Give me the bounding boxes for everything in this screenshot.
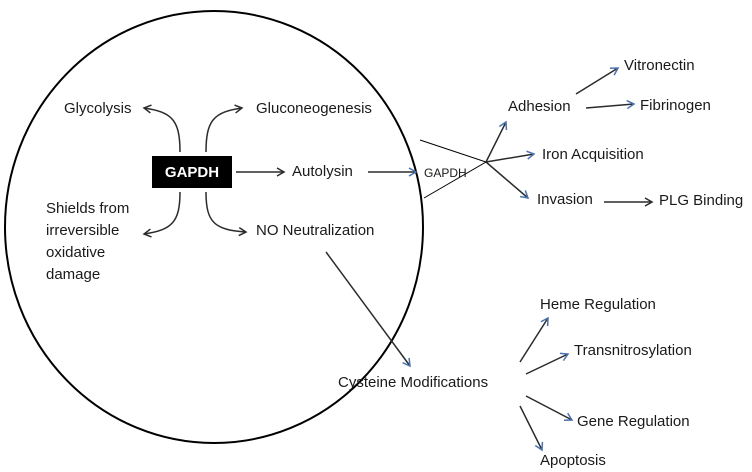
label-iron-acquisition: Iron Acquisition	[542, 146, 644, 163]
label-shields-line-1: Shields from	[46, 200, 130, 217]
label-shields-line-4: damage	[46, 266, 101, 283]
label-cysteine-modifications: Cysteine Modifications	[338, 374, 489, 391]
arrow-to-no-neutralization	[205, 191, 248, 237]
arrow-to-heme	[519, 316, 549, 363]
label-no-neutralization: NO Neutralization	[256, 222, 375, 239]
label-shields-line-3: oxidative	[46, 244, 106, 261]
label-fibrinogen: Fibrinogen	[640, 97, 711, 114]
label-apoptosis: Apoptosis	[540, 452, 606, 469]
label-gene-regulation: Gene Regulation	[577, 413, 690, 430]
arrow-to-fibrinogen	[585, 99, 636, 110]
arrow-to-adhesion	[485, 120, 508, 163]
arrow-to-transnitrosylation	[525, 352, 570, 375]
label-glycolysis: Glycolysis	[64, 100, 132, 117]
arrow-to-invasion	[485, 161, 530, 199]
arrow-to-gene-regulation	[525, 395, 574, 422]
label-surface-gapdh: GAPDH	[424, 166, 467, 180]
label-shields-line-2: irreversible	[46, 222, 120, 239]
label-vitronectin: Vitronectin	[624, 57, 695, 74]
gapdh-center-label: GAPDH	[152, 156, 232, 188]
arrow-to-shields	[142, 191, 181, 238]
arrow-to-iron	[485, 150, 536, 163]
label-gluconeogenesis: Gluconeogenesis	[256, 100, 372, 117]
cell-circle	[4, 10, 424, 444]
label-heme-regulation: Heme Regulation	[540, 296, 656, 313]
label-autolysin: Autolysin	[292, 163, 353, 180]
label-transnitrosylation: Transnitrosylation	[574, 342, 692, 359]
arrow-to-glycolysis	[142, 104, 181, 153]
label-adhesion: Adhesion	[508, 98, 571, 115]
arrow-to-cysteine	[325, 251, 411, 368]
label-invasion: Invasion	[537, 191, 593, 208]
arrow-to-gluconeogenesis	[205, 104, 244, 153]
label-plg-binding: PLG Binding	[659, 192, 744, 209]
arrow-to-vitronectin	[575, 67, 620, 95]
arrow-to-apoptosis	[519, 405, 544, 452]
